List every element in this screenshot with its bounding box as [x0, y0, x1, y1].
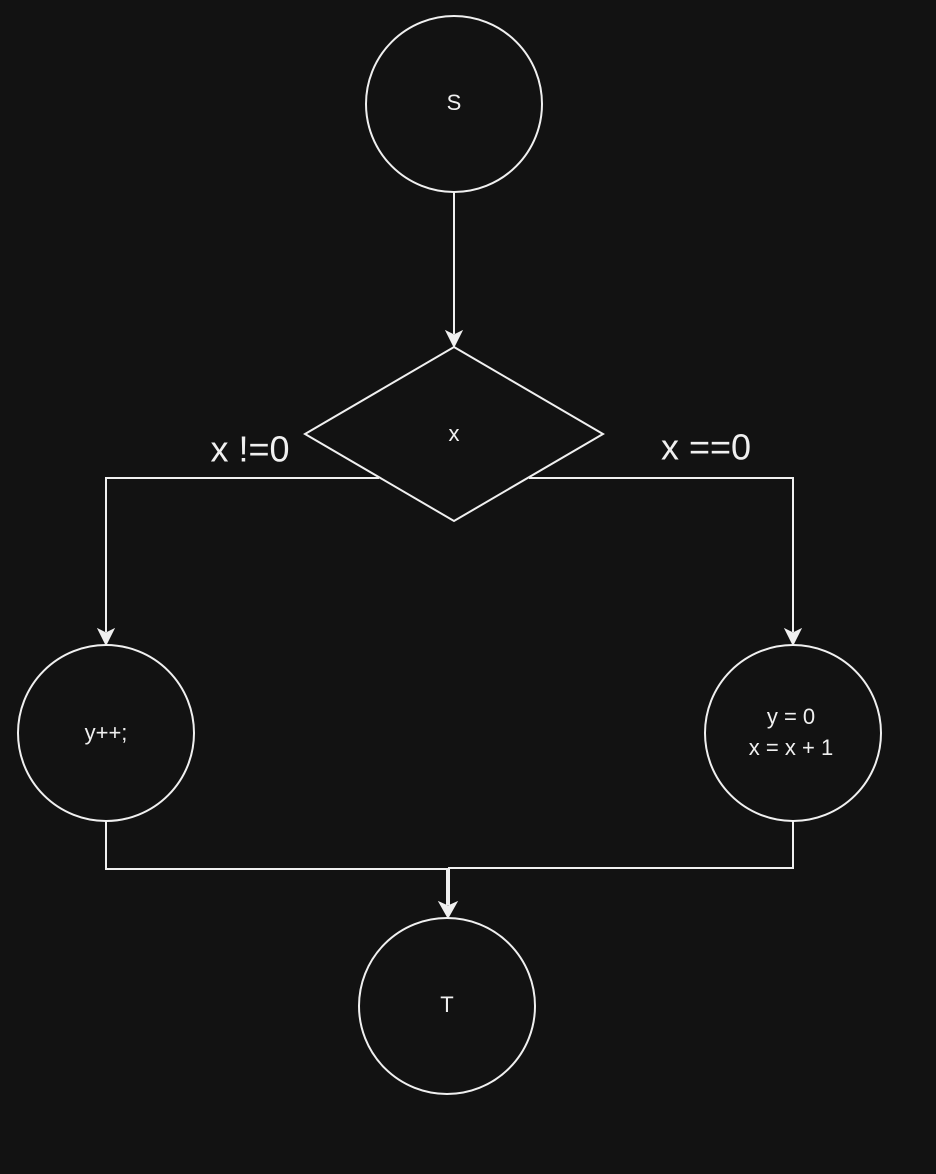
node-start-label: S: [447, 90, 462, 115]
node-terminal-label: T: [440, 992, 453, 1017]
node-left: y++;: [17, 644, 195, 822]
node-start-circle: [365, 15, 543, 193]
arrowhead-right: [783, 627, 803, 647]
edges: [96, 192, 803, 920]
arrowhead-decision: [444, 329, 464, 349]
node-right-circle: [704, 644, 882, 822]
edge-decision-to-right: [529, 477, 794, 632]
node-start: S: [365, 15, 543, 193]
node-left-label: y++;: [85, 720, 128, 745]
node-terminal-circle: [358, 917, 536, 1095]
node-terminal: T: [358, 917, 536, 1095]
node-decision: x: [303, 345, 605, 523]
edge-left-to-terminal: [105, 821, 448, 905]
edge-label-right-condition: x ==0: [661, 427, 751, 468]
node-left-circle: [17, 644, 195, 822]
arrowhead-terminal: [437, 900, 459, 920]
arrowhead-left: [96, 627, 116, 647]
node-right-label-line1: y = 0: [767, 704, 815, 729]
node-right-label-line2: x = x + 1: [749, 735, 833, 760]
node-right: y = 0 x = x + 1: [704, 644, 882, 822]
node-decision-label: x: [449, 421, 460, 446]
node-decision-diamond: [303, 345, 605, 523]
edge-right-to-terminal: [448, 821, 794, 905]
edge-label-left-condition: x !=0: [210, 429, 289, 470]
edge-decision-to-left: [105, 477, 379, 632]
